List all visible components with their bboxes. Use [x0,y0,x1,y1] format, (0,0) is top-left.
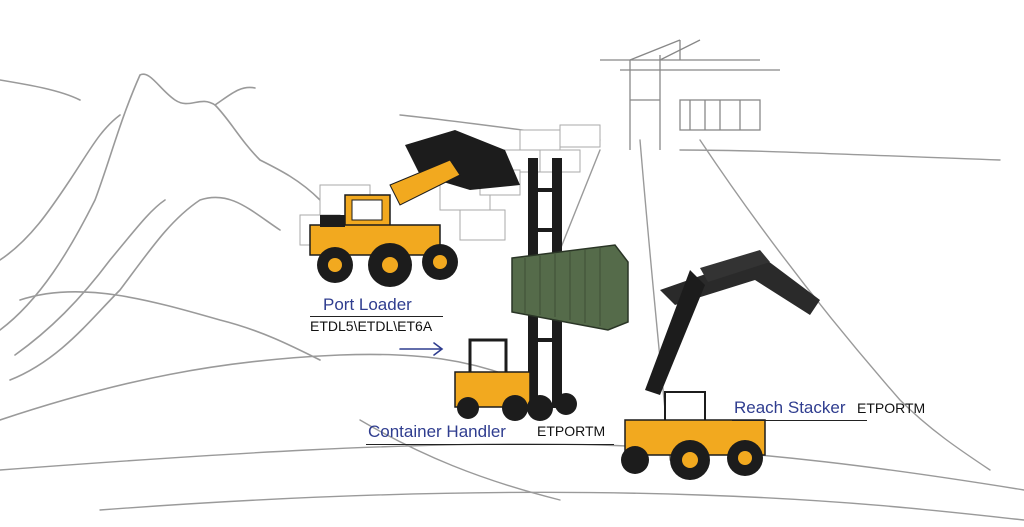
reach-stacker-model: ETPORTM [857,400,926,416]
container-handler-model: ETPORTM [537,423,606,439]
port-loader-model: ETDL5\ETDL\ET6A [310,318,433,334]
arrow-right-icon [399,342,444,356]
port-loader-illustration [309,130,520,287]
mountain-sketch [0,73,521,421]
reach-stacker-title: Reach Stacker [734,398,846,417]
port-loader-title: Port Loader [323,295,412,314]
port-loader-underline [310,316,443,317]
reach-stacker-underline [732,420,867,421]
container-handler-title: Container Handler [368,422,506,441]
container-handler-illustration [454,158,629,421]
port-crane-sketch [600,39,780,150]
reach-stacker-illustration [621,250,820,480]
container-handler-underline [366,444,614,445]
